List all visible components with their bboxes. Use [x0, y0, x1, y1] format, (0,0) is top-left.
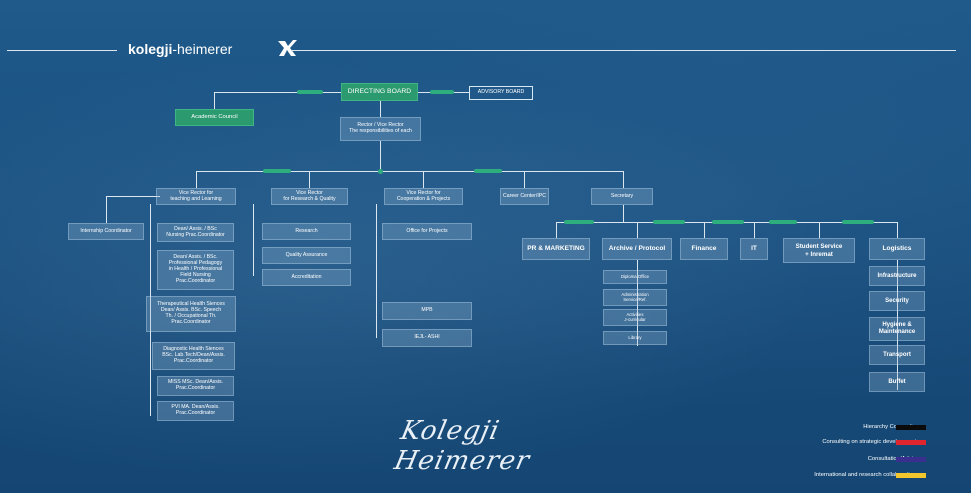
connector-line	[524, 171, 525, 188]
connector-dot	[378, 169, 383, 174]
legend-label: Consulting on strategic developments	[822, 439, 919, 445]
legend-item-hierarchy: Hierarchy Connection	[700, 424, 971, 430]
dean-nursing-box: Dean/ Assis. / BSc Nursing Prac.Coordina…	[157, 223, 234, 242]
connector-line	[380, 141, 381, 171]
signature: Kolegji Heimerer	[391, 416, 533, 476]
connector-pill	[430, 90, 454, 94]
legend-item-consultation: Consultation/Advice	[700, 456, 971, 462]
mpb-box: MPB	[382, 302, 472, 320]
internship-coordinator-box: Internship Coordinator	[68, 223, 144, 240]
kh-mark-icon	[278, 40, 297, 56]
vice-rector-research-box: Vice Rector for Research & Quality	[271, 188, 348, 205]
connector-line	[309, 171, 310, 188]
connector-line	[637, 260, 638, 346]
connector-line	[556, 222, 557, 238]
connector-line	[754, 222, 755, 238]
brand-logo: kolegji-heimerer	[128, 41, 232, 57]
connector-pill	[842, 220, 874, 224]
connector-line	[214, 92, 342, 93]
connector-line	[380, 101, 381, 117]
connector-line	[704, 222, 705, 238]
legend-swatch	[896, 457, 926, 462]
pvi-ma-box: PVI MA. Dean/Assis. Prac.Coordinator	[157, 401, 234, 421]
logistics-box: Logistics	[869, 238, 925, 260]
header-rule-left	[7, 50, 117, 51]
rector-box: Rector / Vice Rector The responsibilitie…	[340, 117, 421, 141]
activities-box: Activities J-curricular	[603, 309, 667, 326]
iejl-ashi-box: IEJL- ASHI	[382, 329, 472, 347]
secretary-box: Secretary	[591, 188, 653, 205]
connector-line	[623, 205, 624, 222]
connector-pill	[474, 169, 502, 173]
connector-line	[196, 171, 624, 172]
accreditation-box: Accreditation	[262, 269, 351, 286]
archive-protocol-box: Archive / Protocol	[602, 238, 672, 260]
connector-line	[819, 222, 820, 238]
connector-line	[196, 171, 197, 188]
connector-pill	[712, 220, 744, 224]
connector-line	[637, 222, 638, 238]
connector-pill	[653, 220, 685, 224]
diploma-office-box: Diploma Office	[603, 270, 667, 284]
connector-pill	[263, 169, 291, 173]
connector-line	[423, 171, 424, 188]
connector-pill	[297, 90, 323, 94]
connector-line	[623, 171, 624, 188]
legend-item-international: International and research collaboration…	[700, 472, 971, 478]
legend-label: International and research collaboration…	[814, 472, 919, 478]
legend-item-consulting: Consulting on strategic developments	[700, 439, 971, 445]
career-center-box: Career Center/IPC	[500, 188, 549, 205]
dean-pedagogy-box: Dean/ Assis. / BSc. Professional Pedagog…	[157, 250, 234, 290]
vice-rector-teaching-box: Vice Rector for teaching and Learning	[156, 188, 236, 205]
student-service-box: Student Service + Inremat	[783, 238, 855, 263]
connector-line	[150, 204, 151, 416]
security-box: Security	[869, 291, 925, 311]
legend-swatch	[896, 425, 926, 430]
quality-assurance-box: Quality Assurance	[262, 247, 351, 264]
library-box: Library	[603, 331, 667, 345]
legend-label: Hierarchy Connection	[863, 424, 919, 430]
administration-service-box: Administration Service/Ref.	[603, 289, 667, 306]
connector-pill	[769, 220, 797, 224]
academic-council-box: Academic Council	[175, 109, 254, 126]
infrastructure-box: Infrastructure	[869, 266, 925, 286]
miss-msc-box: MISS MSc. Dean/Assis. Prac.Coordinator	[157, 376, 234, 396]
finance-box: Finance	[680, 238, 728, 260]
connector-line	[214, 92, 215, 109]
transport-box: Transport	[869, 345, 925, 365]
legend-label: Consultation/Advice	[867, 456, 919, 462]
brand-name-light: -heimerer	[172, 41, 233, 57]
brand-name-bold: kolegji	[128, 41, 173, 57]
office-for-projects-box: Office for Projects	[382, 223, 472, 240]
connector-line	[106, 196, 107, 223]
directing-board-box: DIRECTING BOARD	[341, 83, 418, 101]
connector-line	[897, 222, 898, 238]
connector-line	[897, 260, 898, 390]
connector-line	[106, 196, 160, 197]
buffet-box: Buffet	[869, 372, 925, 392]
diagnostic-health-box: Diagnostic Health Siences BSc. Lab.Tech/…	[152, 342, 235, 370]
advisory-board-box: ADVISORY BOARD	[469, 86, 533, 100]
legend-swatch	[896, 440, 926, 445]
connector-line	[376, 204, 377, 338]
therapeutical-health-box: Therapeutical Health Siences Dean/ Assis…	[146, 296, 236, 332]
connector-line	[253, 204, 254, 276]
header-rule-right	[292, 50, 956, 51]
legend-swatch	[896, 473, 926, 478]
vice-rector-cooperation-box: Vice Rector for Cooperation & Projects	[384, 188, 463, 205]
it-box: IT	[740, 238, 768, 260]
hygiene-maintenance-box: Hygiene & Maintenance	[869, 317, 925, 341]
research-box: Research	[262, 223, 351, 240]
connector-pill	[564, 220, 594, 224]
pr-marketing-box: PR & MARKETING	[522, 238, 590, 260]
